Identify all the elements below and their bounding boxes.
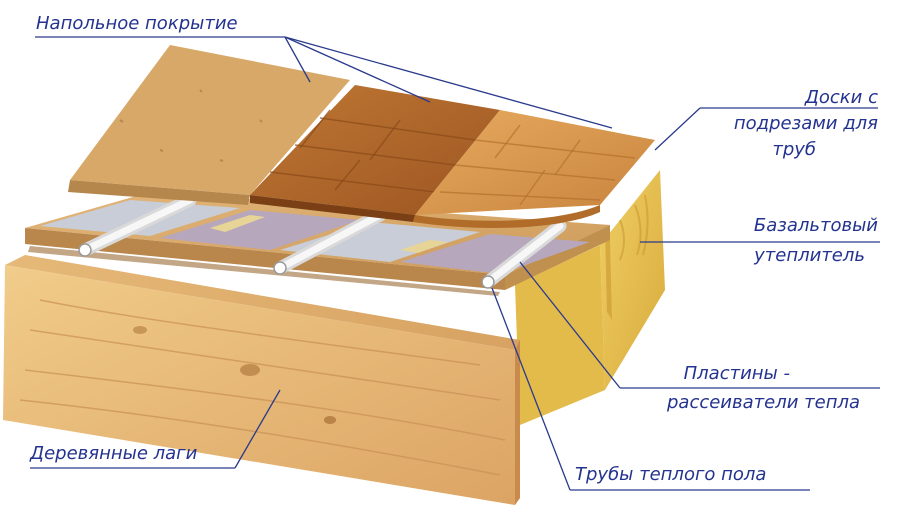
label-basalt-insulation-line2: утеплитель bbox=[754, 245, 865, 266]
parquet-dark bbox=[250, 85, 500, 222]
parquet-light bbox=[413, 110, 655, 228]
basalt-insulation bbox=[515, 170, 665, 425]
label-floor-covering: Напольное покрытие bbox=[36, 13, 238, 34]
label-wooden-joists: Деревянные лаги bbox=[30, 443, 198, 464]
label-heat-plates-line1: Пластины - bbox=[683, 363, 790, 384]
floor-covering-board bbox=[68, 45, 350, 205]
label-grooved-boards-line2: подрезами для bbox=[733, 113, 878, 134]
label-grooved-boards-line3: труб bbox=[772, 139, 816, 160]
leader-lines bbox=[30, 36, 880, 491]
label-basalt-insulation-line1: Базальтовый bbox=[753, 215, 878, 236]
label-floor-heating-pipes: Трубы теплого пола bbox=[575, 464, 767, 485]
wooden-joist bbox=[3, 255, 520, 505]
floor-heating-pipes bbox=[78, 193, 567, 289]
label-grooved-boards-line1: Доски с bbox=[804, 87, 878, 108]
label-heat-plates-line2: рассеиватели тепла bbox=[666, 392, 860, 413]
